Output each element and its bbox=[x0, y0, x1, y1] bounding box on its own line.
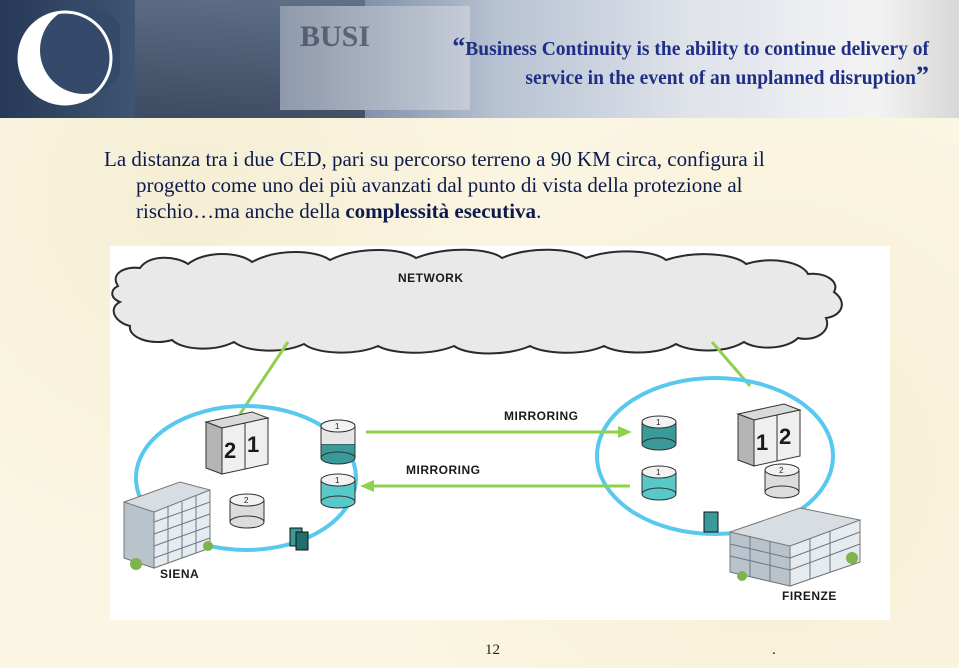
right-server-num-a: 1 bbox=[756, 430, 768, 455]
diagram-svg: NETWORK 2 1 1 2 bbox=[111, 248, 861, 603]
disk-center-left-top-num: 1 bbox=[335, 422, 340, 431]
disk-center-right-bottom: 1 bbox=[641, 465, 677, 501]
page-number: 12 bbox=[485, 642, 500, 658]
mirroring-bottom-label: MIRRORING bbox=[406, 463, 481, 477]
photo-column bbox=[759, 0, 959, 118]
quote-line-2: service in the event of an unplanned dis… bbox=[525, 68, 916, 89]
disk-center-right-top: 1 bbox=[641, 415, 677, 451]
close-quote-mark: ” bbox=[916, 61, 929, 90]
disk-left-bottom: 2 bbox=[229, 493, 265, 529]
mirroring-arrow-bottom-head bbox=[360, 480, 374, 492]
network-cloud bbox=[111, 248, 843, 355]
left-server-num-a: 2 bbox=[224, 438, 236, 463]
link-left bbox=[238, 341, 290, 415]
site-right-label: FIRENZE bbox=[782, 589, 837, 603]
building-left bbox=[123, 481, 213, 570]
slide-body-text: La distanza tra i due CED, pari su perco… bbox=[104, 146, 924, 224]
right-server-num-b: 2 bbox=[779, 424, 791, 449]
server-cabinet-left: 2 1 bbox=[204, 411, 270, 475]
building-right bbox=[729, 507, 861, 587]
body-line-2: progetto come uno dei più avanzati dal p… bbox=[136, 173, 743, 197]
site-left-label: SIENA bbox=[160, 567, 199, 581]
mirroring-top-label: MIRRORING bbox=[504, 409, 579, 423]
newspaper-text: BUSI bbox=[300, 20, 371, 53]
site-circle-left bbox=[134, 404, 358, 552]
body-line-3-bold: complessità esecutiva bbox=[345, 199, 537, 223]
tape-unit-left bbox=[289, 527, 309, 551]
disk-center-left-bottom-num: 1 bbox=[335, 476, 340, 485]
body-line-3: rischio…ma anche della complessità esecu… bbox=[104, 198, 924, 224]
network-diagram: NETWORK 2 1 1 2 bbox=[110, 246, 890, 620]
body-line-3-suffix: . bbox=[536, 199, 542, 223]
disk-center-right-bottom-num: 1 bbox=[656, 468, 661, 477]
disk-right-bottom-num: 2 bbox=[779, 466, 784, 475]
disk-center-left-top: 1 bbox=[320, 419, 356, 465]
quote-line-1: Business Continuity is the ability to co… bbox=[465, 39, 929, 60]
footer-dot: . bbox=[772, 642, 776, 658]
network-label: NETWORK bbox=[398, 271, 464, 285]
site-circle-right bbox=[595, 376, 835, 536]
tape-unit-right bbox=[703, 511, 719, 533]
photo-newspaper: BUSI bbox=[280, 6, 470, 110]
mirroring-arrow-top-head bbox=[618, 426, 632, 438]
disk-left-bottom-num: 2 bbox=[244, 496, 249, 505]
body-line-1: La distanza tra i due CED, pari su perco… bbox=[104, 147, 765, 171]
left-server-num-b: 1 bbox=[247, 432, 259, 457]
body-line-3-prefix: rischio…ma anche della bbox=[136, 199, 346, 223]
disk-center-left-bottom: 1 bbox=[320, 473, 356, 509]
header-banner: BUSI “Business Continuity is the ability… bbox=[0, 0, 959, 118]
banner-quote: “Business Continuity is the ability to c… bbox=[452, 34, 929, 92]
disk-right-bottom: 2 bbox=[764, 463, 800, 499]
open-quote-mark: “ bbox=[452, 32, 466, 61]
logo-icon bbox=[17, 6, 120, 106]
disk-center-right-top-num: 1 bbox=[656, 418, 661, 427]
server-cabinet-right: 1 2 bbox=[736, 403, 802, 467]
